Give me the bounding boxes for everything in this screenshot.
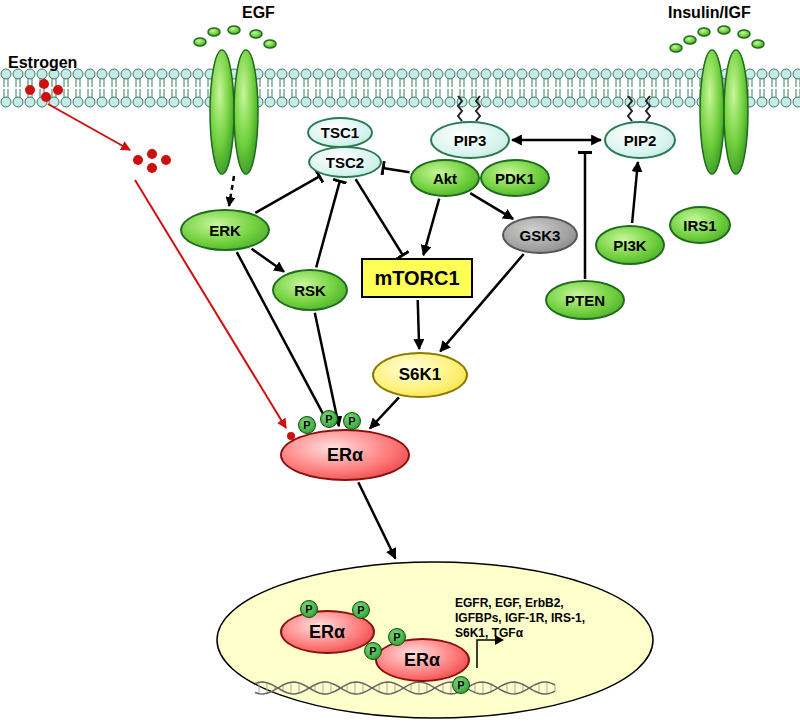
- node-label: Akt: [433, 170, 457, 187]
- inhibition-line: [316, 181, 340, 267]
- node-label: PI3K: [613, 237, 646, 254]
- tsc-node: TSC1: [307, 117, 373, 148]
- node-label: mTORC1: [374, 267, 459, 290]
- inhibition-line: [356, 179, 403, 255]
- nucleus: EGFR, EGF, ErbB2, IGFBPs, IGF-1R, IRS-1,…: [215, 560, 655, 720]
- phospho-mark: P: [388, 628, 406, 646]
- receptor-node: ERα: [280, 429, 410, 481]
- node-label: ERα: [404, 650, 440, 671]
- label-text: EGF: [242, 4, 275, 22]
- label-text: Estrogen: [8, 54, 77, 72]
- complex-box: mTORC1: [361, 258, 473, 298]
- phospho-mark: P: [320, 410, 338, 428]
- adaptor-node: IRS1: [669, 206, 731, 244]
- kinase-node: S6K1: [372, 352, 468, 398]
- phospho-mark: P: [343, 412, 361, 430]
- inhibition-line: [255, 176, 320, 213]
- phospho-mark: P: [298, 416, 316, 434]
- activation-arrow: [358, 482, 395, 558]
- kinase-node: Akt: [410, 159, 480, 197]
- node-label: PTEN: [565, 292, 605, 309]
- kinase-node: ERK: [180, 209, 270, 251]
- lipid-node: PIP3: [430, 121, 510, 159]
- kinase-node: RSK: [272, 269, 348, 311]
- node-label: TSC1: [321, 124, 359, 141]
- tsc-node: TSC2: [308, 146, 382, 178]
- phospho-mark: P: [364, 642, 382, 660]
- kinase-node: PI3K: [595, 225, 665, 265]
- node-label: IRS1: [683, 217, 716, 234]
- activation-arrow: [418, 300, 420, 349]
- phospho-mark: P: [300, 600, 318, 618]
- activation-arrow: [632, 162, 638, 223]
- receptor-node: ERα: [375, 638, 470, 682]
- label-text: Insulin/IGF: [668, 4, 751, 22]
- activation-arrow: [370, 397, 399, 428]
- node-label: PDK1: [495, 170, 535, 187]
- gene-list: EGFR, EGF, ErbB2, IGFBPs, IGF-1R, IRS-1,…: [455, 596, 605, 641]
- node-label: TSC2: [326, 154, 364, 171]
- inhibition-line: [383, 168, 410, 172]
- activation-arrow: [512, 139, 601, 142]
- node-label: GSK3: [520, 227, 561, 244]
- node-label: ERα: [309, 622, 345, 643]
- phospho-mark: P: [352, 601, 370, 619]
- activation-arrow: [423, 199, 439, 255]
- node-label: PIP2: [624, 132, 657, 149]
- kinase-node: PDK1: [480, 159, 550, 197]
- activation-arrow: [470, 193, 513, 219]
- node-label: S6K1: [399, 365, 442, 385]
- node-label: ERα: [327, 445, 363, 466]
- kinase-node: GSK3: [502, 216, 578, 254]
- node-label: ERK: [209, 222, 241, 239]
- phosphatase-node: PTEN: [545, 280, 625, 320]
- phospho-mark: P: [452, 676, 470, 694]
- lipid-node: PIP2: [604, 121, 676, 159]
- node-label: PIP3: [454, 132, 487, 149]
- node-label: RSK: [294, 282, 326, 299]
- activation-arrow: [252, 249, 285, 272]
